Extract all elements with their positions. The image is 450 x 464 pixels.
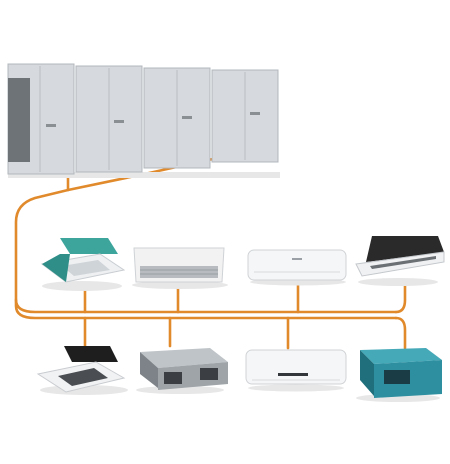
indoor-unit-wall-mounted-top [248,250,346,286]
brand-badge-icon [250,112,260,115]
outdoor-unit-4 [212,70,278,162]
duct-outlet-icon [200,368,218,380]
brand-badge-icon [292,258,302,260]
display-strip-icon [278,373,308,376]
outdoor-units [8,64,280,178]
rise-high-static [396,318,405,348]
wall-unit-body [248,250,346,280]
outdoor-unit-2 [76,66,142,172]
upper-branch-header [16,300,396,312]
indoor-unit-high-static-ducted [356,348,442,402]
brand-badge-icon [114,120,124,123]
outdoor-unit-1 [8,64,74,174]
unit-shadow [42,281,122,291]
wall-unit-body [246,350,346,384]
unit-shadow [248,385,344,392]
brand-badge-icon [182,116,192,119]
indoor-unit-ducted [136,348,228,394]
indoor-unit-four-way-cassette-top [42,238,124,291]
fan-grille-icon [8,78,30,162]
cassette-housing [64,346,118,362]
drop-oneway-cassette [396,282,405,312]
indoor-unit-ceiling-floor [132,248,228,289]
cassette-housing [60,238,118,254]
indoor-unit-four-way-cassette-bottom [38,346,128,395]
indoor-unit-one-way-cassette [356,236,444,286]
cassette-side [42,254,70,282]
duct-outlet-icon [384,370,410,384]
ceiling-floor-louver-icon [140,266,218,278]
indoor-unit-wall-mounted-bottom [246,350,346,392]
unit-shadow [358,278,438,286]
duct-outlet-icon [164,372,182,384]
outdoor-unit-3 [144,68,210,168]
brand-badge-icon [46,124,56,127]
